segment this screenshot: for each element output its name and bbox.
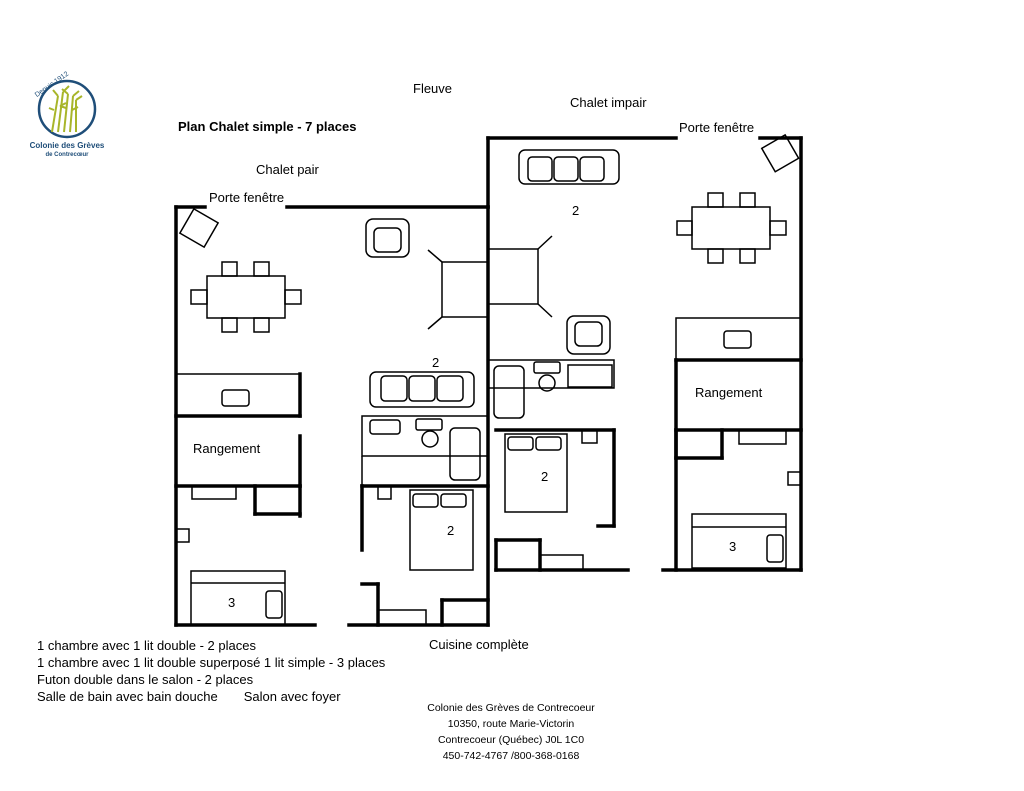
legend-line-1: 1 chambre avec 1 lit double - 2 places (37, 638, 256, 653)
legend-salon: Salon avec foyer (243, 689, 341, 704)
chalet-impair-double-room (504, 429, 598, 513)
label-cuisine: Cuisine complète (429, 637, 529, 652)
logo-ring (37, 79, 97, 139)
label-rangement-left: Rangement (193, 441, 261, 456)
address-line-1: Colonie des Grèves de Contrecoeur (427, 702, 595, 714)
chalet-impair-counters (487, 317, 802, 571)
chalet-impair-counter-item (723, 330, 752, 349)
chalet-pair-door-icon (178, 207, 220, 249)
toilet-tank-icon (415, 418, 443, 431)
bathtub-icon (449, 427, 481, 481)
label-porte-fenetre-right: Porte fenêtre (679, 120, 755, 135)
chalet-pair-dining-table (190, 261, 302, 333)
room-number-right-bunk: 3 (729, 539, 737, 554)
room-number-left-double: 2 (447, 523, 455, 538)
room-number-right-double: 2 (541, 469, 549, 484)
toilet-bowl-icon (538, 374, 556, 392)
label-fleuve: Fleuve (413, 81, 453, 96)
chalet-impair-futon-icon (518, 149, 620, 185)
double-bed-icon (504, 433, 568, 513)
label-chalet-impair: Chalet impair (570, 95, 647, 110)
wheat-icon (48, 85, 83, 133)
chalet-pair-futon-icon (369, 371, 475, 408)
address-line-3: Contrecoeur (Québec) J0L 1C0 (437, 734, 585, 746)
legend: 1 chambre avec 1 lit double - 2 places 1… (37, 637, 385, 705)
chalet-pair-bunk-room (175, 485, 286, 626)
room-number-left-salon: 2 (432, 355, 440, 370)
plan-title: Plan Chalet simple - 7 places (178, 119, 357, 134)
logo-name-line2: de Contrecœur (45, 152, 89, 158)
logo-since: Depuis 1912 (34, 71, 70, 99)
chalet-pair-double-room (377, 485, 474, 571)
label-rangement-right: Rangement (695, 385, 763, 400)
chalet-impair-bathroom (493, 361, 613, 419)
colonie-logo: Depuis 1912 Colonie des Grèves de Contre… (30, 71, 105, 158)
logo-name-line1: Colonie des Grèves (30, 141, 105, 150)
legend-line-2: 1 chambre avec 1 lit double superposé 1 … (37, 655, 386, 670)
address-block: Colonie des Grèves de Contrecoeur 10350,… (418, 700, 604, 764)
sink-icon (369, 419, 401, 435)
chalet-impair-door-icon (760, 133, 800, 173)
chalet-impair-armchair-icon (566, 315, 611, 355)
toilet-tank-icon (533, 361, 561, 374)
room-number-right-salon: 2 (572, 203, 580, 218)
room-number-left-bunk: 3 (228, 595, 236, 610)
label-chalet-pair: Chalet pair (256, 162, 319, 177)
chalet-impair-bunk-room (691, 429, 802, 569)
chalet-pair-counter-item (221, 389, 250, 407)
sink-icon (567, 364, 613, 388)
chalet-impair-fireplace-icon (487, 235, 553, 318)
bunk-bed-icon (190, 570, 286, 626)
label-porte-fenetre-left: Porte fenêtre (209, 190, 285, 205)
legend-line-4: Salle de bain avec bain douche Salon avec… (37, 688, 385, 705)
chalet-pair-counters (175, 373, 489, 626)
bunk-bed-icon (691, 513, 787, 569)
chalet-impair-dining-table (676, 192, 787, 264)
chalet-impair-walls (486, 136, 803, 572)
chalet-pair-armchair-icon (365, 218, 410, 258)
double-bed-icon (409, 489, 474, 571)
chalet-pair-bathroom (369, 418, 481, 481)
address-line-2: 10350, route Marie-Victorin (447, 718, 575, 730)
chalet-pair-fireplace-icon (427, 249, 489, 330)
legend-bathroom: Salle de bain avec bain douche (37, 689, 218, 704)
toilet-bowl-icon (421, 430, 439, 448)
legend-line-3: Futon double dans le salon - 2 places (37, 672, 254, 687)
bathtub-icon (493, 365, 525, 419)
address-line-4: 450-742-4767 /800-368-0168 (442, 750, 580, 762)
